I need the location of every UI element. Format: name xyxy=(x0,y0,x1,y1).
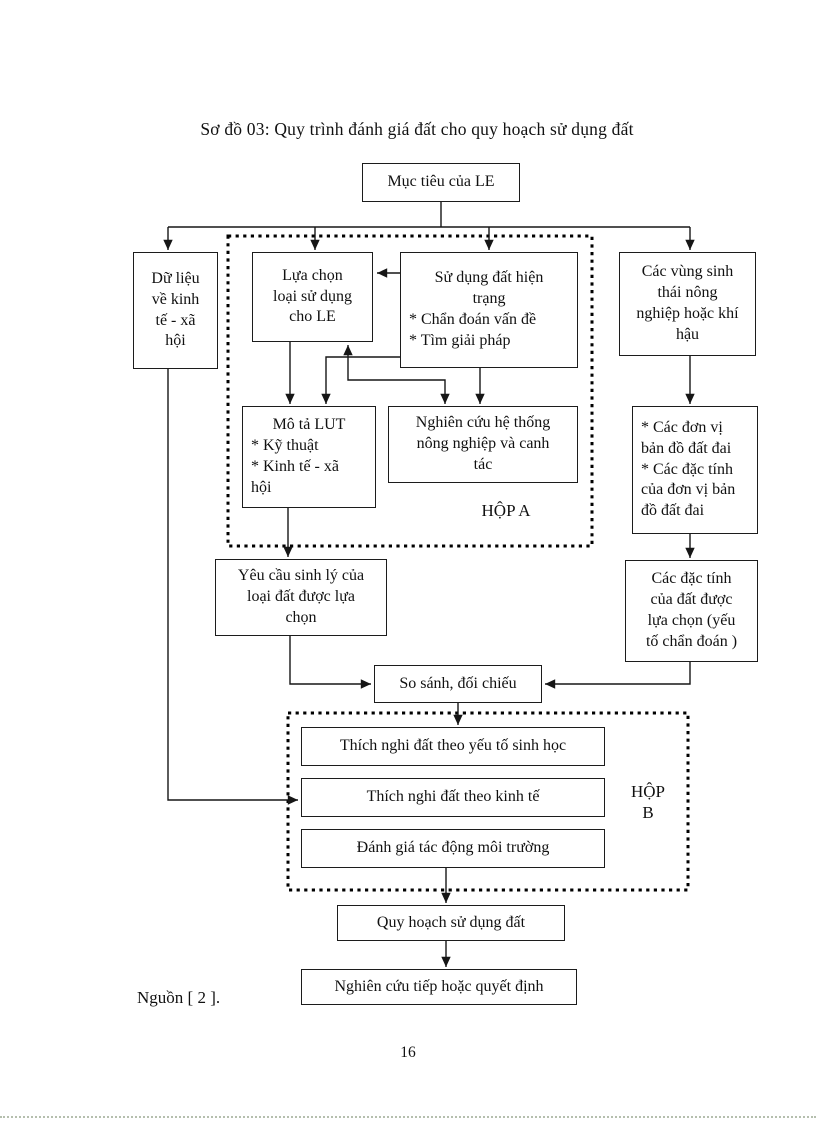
flow-box-lut-description: Mô tả LUT * Kỹ thuật * Kinh tế - xã hội xyxy=(242,406,376,508)
box-a-label: HỘP A xyxy=(481,501,531,520)
flow-box-further-research-or-decision: Nghiên cứu tiếp hoặc quyết định xyxy=(301,969,577,1005)
flow-box-land-use-selection: Lựa chọn loại sử dụng cho LE xyxy=(252,252,373,342)
flow-box-land-map-units: * Các đơn vị bản đồ đất đai * Các đặc tí… xyxy=(632,406,758,534)
source-note: Nguồn [ 2 ]. xyxy=(137,988,221,1007)
box-b-label: HỘP B xyxy=(630,782,665,823)
box-title: Sử dụng đất hiện trạng xyxy=(434,269,544,308)
arrow-requirements-to-comparison xyxy=(289,636,371,689)
flow-box-land-use-planning: Quy hoạch sử dụng đất xyxy=(337,905,565,941)
flow-box-present-land-use: Sử dụng đất hiện trạng * Chẩn đoán vấn đ… xyxy=(400,252,578,368)
page-number: 16 xyxy=(400,1044,416,1061)
flow-box-farming-systems-research: Nghiên cứu hệ thống nông nghiệp và canh … xyxy=(388,406,578,483)
line-objectives-trunk xyxy=(168,202,690,228)
flow-box-agroecological-zones: Các vùng sinh thái nông nghiệp hoặc khí … xyxy=(619,252,756,356)
diagram-title: Sơ đồ 03: Quy trình đánh giá đất cho quy… xyxy=(200,119,634,139)
flow-box-physiological-requirements: Yêu cầu sinh lý của loại đất được lựa ch… xyxy=(215,559,387,636)
box-bullets: * Kỹ thuật * Kinh tế - xã hội xyxy=(251,437,339,496)
box-a-dotted-border xyxy=(226,234,594,548)
box-title: Mô tả LUT xyxy=(272,416,346,434)
flow-box-comparison: So sánh, đối chiếu xyxy=(374,665,542,703)
arrow-present-to-lut-description xyxy=(321,356,400,404)
flow-box-selected-land-qualities: Các đặc tính của đất được lựa chọn (yếu … xyxy=(625,560,758,662)
flow-box-socioeconomic-data: Dữ liệu về kinh tế - xã hội xyxy=(133,252,218,369)
arrow-to-systems-research-left xyxy=(347,357,450,404)
page-bottom-rule xyxy=(0,1116,816,1118)
flow-box-economic-suitability: Thích nghi đất theo kinh tế xyxy=(301,778,605,817)
flow-box-le-objectives: Mục tiêu của LE xyxy=(362,163,520,202)
flow-box-biological-suitability: Thích nghi đất theo yếu tố sinh học xyxy=(301,727,605,766)
arrow-qualities-to-comparison xyxy=(545,662,691,689)
flow-box-environmental-impact: Đánh giá tác động môi trường xyxy=(301,829,605,868)
arrow-socioeconomic-to-economic-suitability xyxy=(167,369,298,805)
box-bullets: * Chẩn đoán vấn đề * Tìm giải pháp xyxy=(409,311,537,349)
